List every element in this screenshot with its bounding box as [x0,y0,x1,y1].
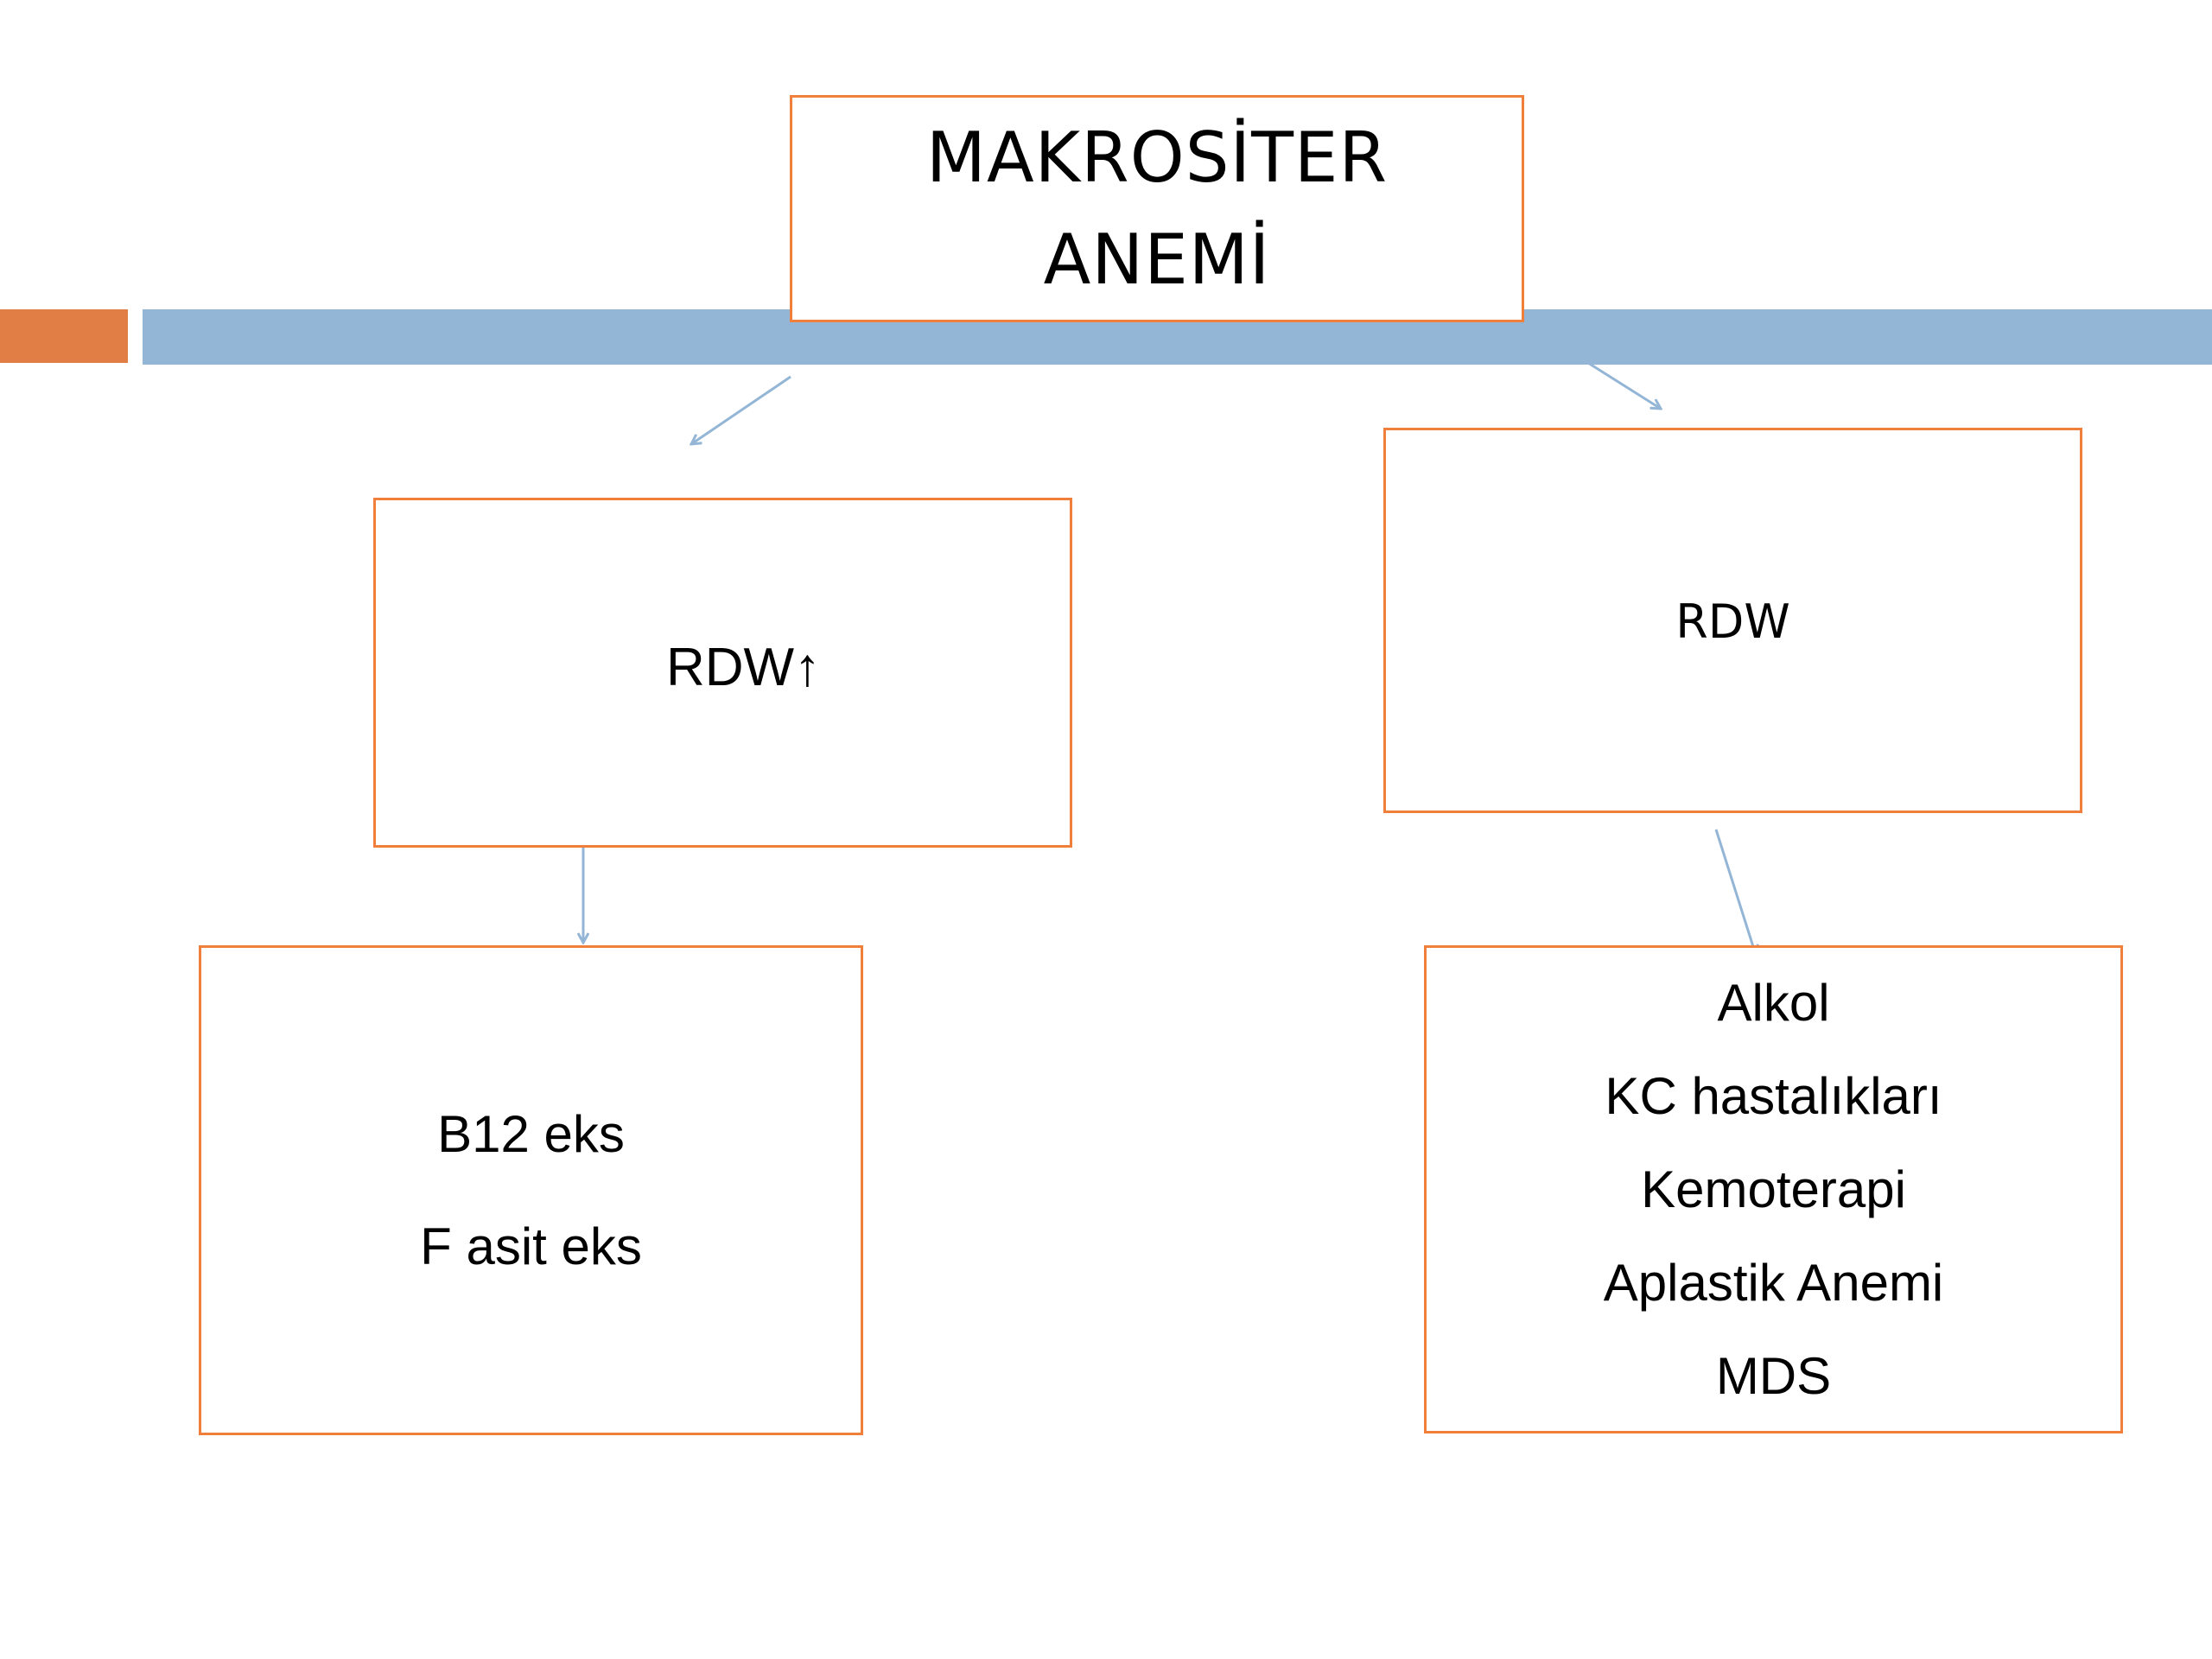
rdw-high-box: RDW↑ [373,498,1072,848]
cause-mds: MDS [1715,1346,1832,1405]
rdw-high-label: RDW↑ [665,638,822,697]
cause-b12: B12 eks [437,1104,625,1163]
left-causes-box: B12 eks F asit eks [199,945,863,1435]
rdw-normal-label: RDW [1675,594,1790,649]
cause-liver-disease: KC hastalıkları [1605,1066,1942,1125]
arrow-to-right-causes [1714,829,1756,955]
accent-bar-orange [0,309,128,363]
cause-folic-acid: F asit eks [420,1217,642,1275]
arrow-to-rdw-high [691,375,791,444]
cause-chemotherapy: Kemoterapi [1641,1160,1906,1218]
arrow-to-rdw-normal [1587,361,1661,409]
cause-aplastic-anemia: Aplastik Anemi [1603,1253,1944,1312]
cause-alcohol: Alkol [1717,973,1830,1032]
title-line-1: MAKROSİTER [925,117,1389,198]
rdw-normal-box: RDW [1383,428,2082,813]
title-line-2: ANEMİ [1043,219,1271,300]
right-causes-box: Alkol KC hastalıkları Kemoterapi Aplasti… [1424,945,2123,1433]
title-box: MAKROSİTER ANEMİ [790,95,1524,322]
